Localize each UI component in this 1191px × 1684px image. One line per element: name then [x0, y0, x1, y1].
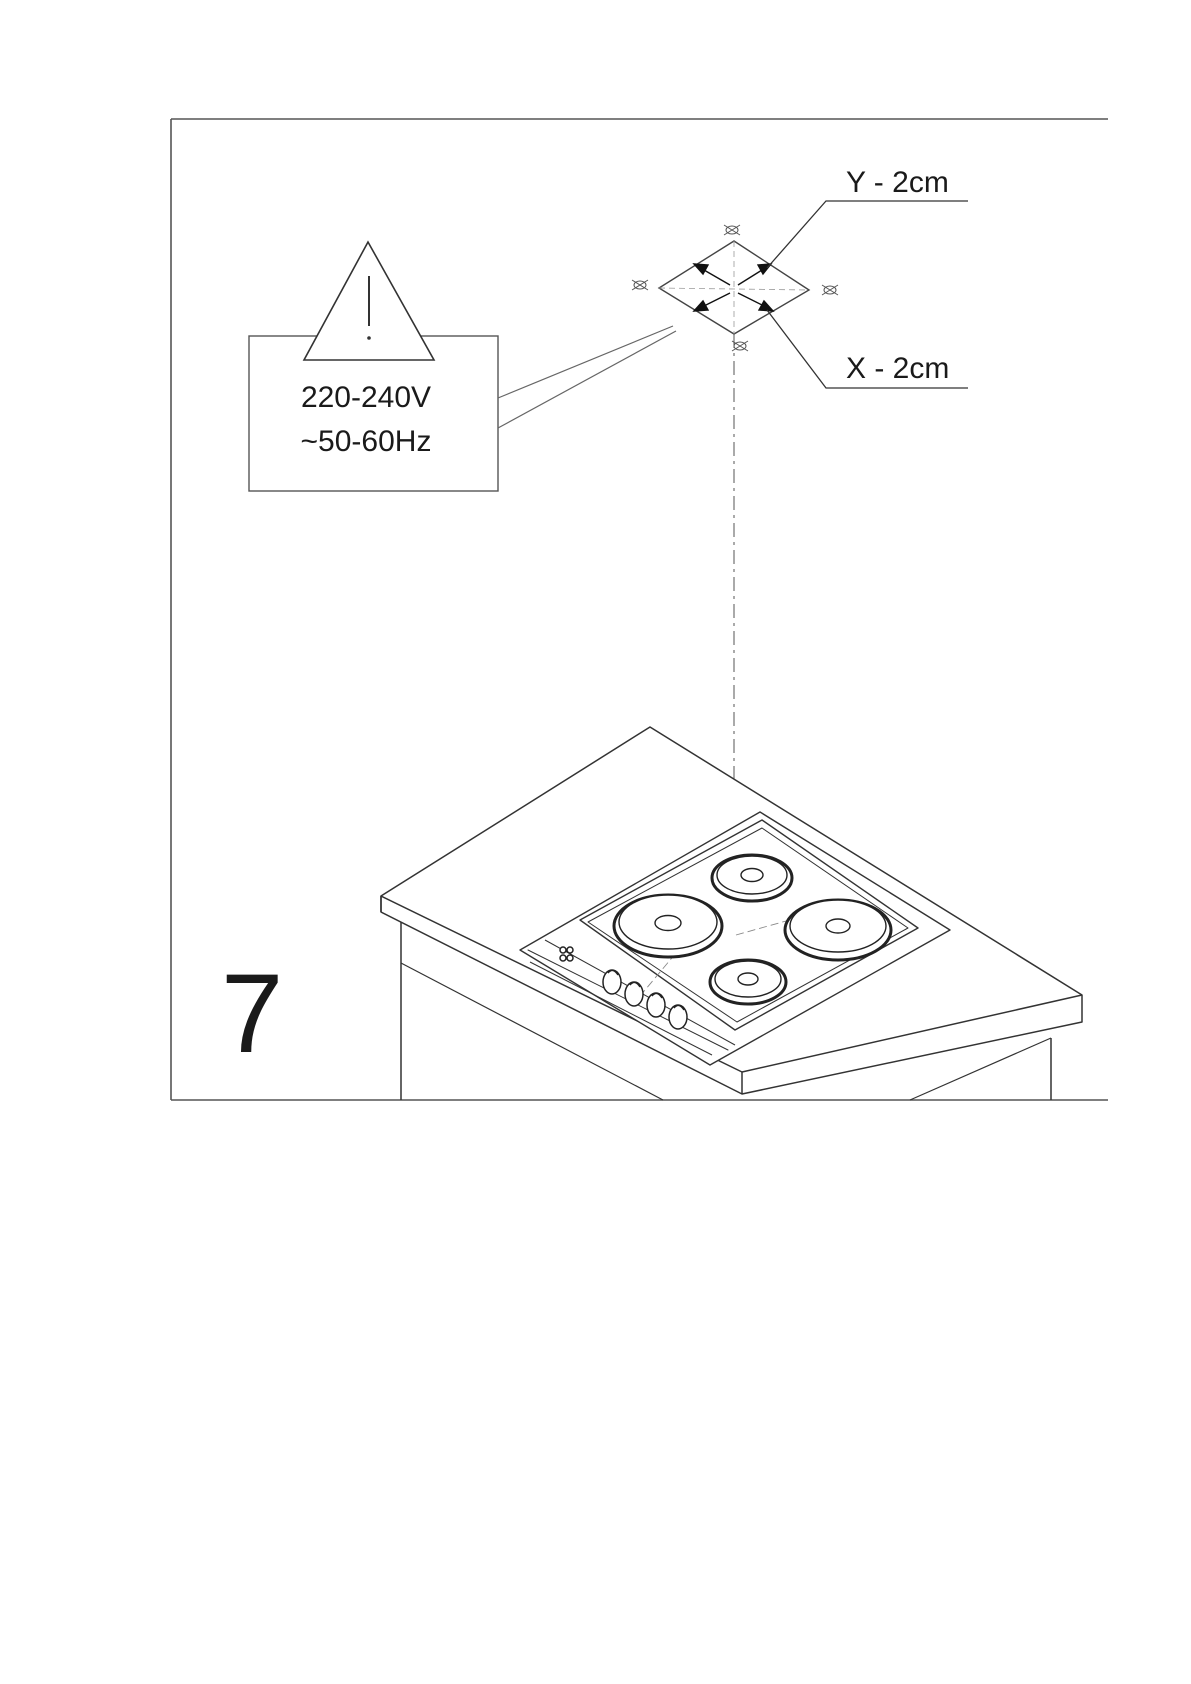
hotplate-rear [712, 855, 792, 901]
direction-arrows [694, 264, 773, 311]
warning-triangle-icon [304, 242, 434, 360]
knob-2 [625, 982, 643, 1006]
hotplate-left [614, 895, 722, 957]
hotplate-right [785, 900, 891, 960]
hotplate-front [710, 960, 786, 1004]
warning-leader-lines [498, 326, 676, 428]
figure-number: 7 [221, 951, 283, 1076]
frequency-text: ~50-60Hz [301, 425, 432, 458]
y-dimension-label: Y - 2cm [846, 166, 949, 199]
knob-4 [669, 1005, 687, 1029]
x-dimension-label: X - 2cm [846, 352, 949, 385]
knob-1 [603, 970, 621, 994]
warning-box: 220-240V ~50-60Hz [249, 242, 498, 491]
y-dimension-leader [767, 201, 968, 268]
outlet-position-diagram [632, 225, 838, 351]
voltage-text: 220-240V [301, 381, 431, 414]
knob-3 [647, 993, 665, 1017]
